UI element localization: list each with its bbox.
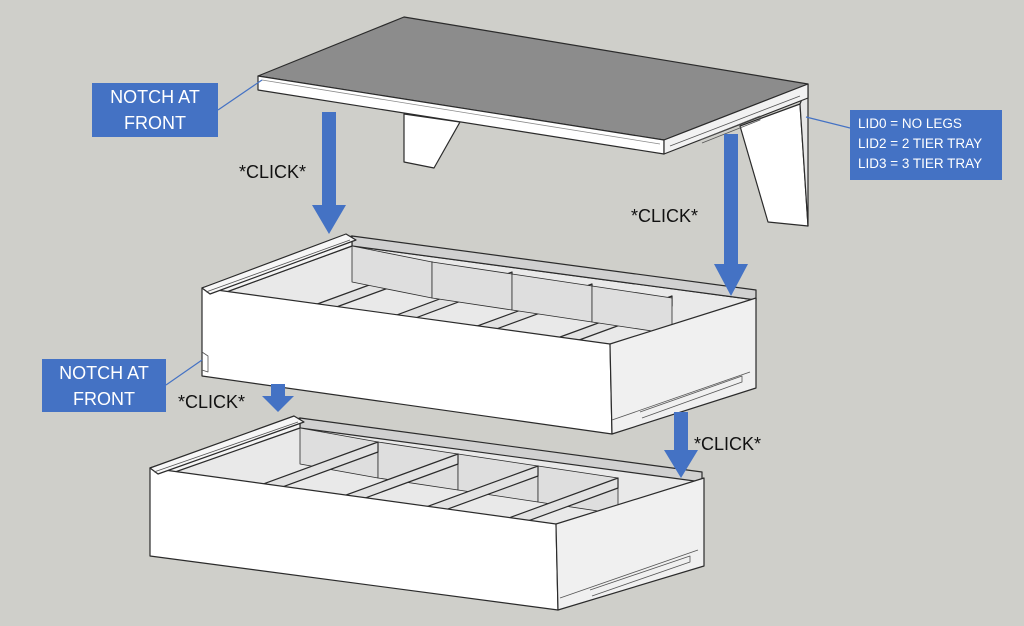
lid-leg-front — [403, 113, 461, 169]
click-label-tray-to-tray-left: *CLICK* — [178, 392, 246, 412]
click-label-lid-to-tray: *CLICK* — [239, 162, 307, 182]
down-arrow-icon — [262, 384, 294, 412]
callout-line: FRONT — [73, 389, 135, 409]
callout-line: NOTCH AT — [59, 363, 149, 383]
tray-lower-right-face — [555, 477, 705, 611]
down-arrow-icon — [664, 412, 698, 478]
down-arrow-icon — [312, 112, 346, 234]
callout-line: NOTCH AT — [110, 87, 200, 107]
callout-line: LID2 = 2 TIER TRAY — [858, 136, 983, 151]
lid-types-callout: LID0 = NO LEGS LID2 = 2 TIER TRAY LID3 =… — [850, 110, 1002, 180]
callout-line: LID0 = NO LEGS — [858, 116, 962, 131]
notch-at-front-callout-top: NOTCH AT FRONT — [92, 83, 218, 137]
callout-line: FRONT — [124, 113, 186, 133]
down-arrow-icon — [714, 134, 748, 296]
click-label-tray-to-tray-right: *CLICK* — [694, 434, 762, 454]
lid — [257, 16, 809, 227]
tray-upper — [201, 233, 757, 435]
click-label-lid-leg: *CLICK* — [631, 206, 699, 226]
tray-lower — [149, 415, 705, 611]
callout-leaders — [165, 79, 851, 386]
notch-at-front-callout-bottom: NOTCH AT FRONT — [42, 359, 166, 412]
lid-right-face — [663, 83, 809, 155]
callout-line: LID3 = 3 TIER TRAY — [858, 156, 983, 171]
tray-upper-right-face — [609, 297, 757, 435]
